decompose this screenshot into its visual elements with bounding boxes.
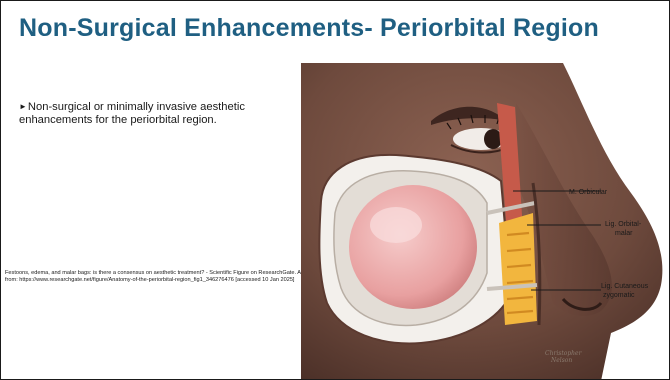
label-cutaneous-2: zygomatic xyxy=(603,292,635,299)
fat-pad-highlight xyxy=(370,207,422,243)
anatomy-illustration: M. Orbicular Lig. Orbital- malar Lig. Cu… xyxy=(301,63,670,380)
malar-fat-layer xyxy=(499,213,537,325)
orbital-fat-pad xyxy=(349,185,477,309)
figure-citation: Festoons, edema, and malar bags: is ther… xyxy=(5,270,325,285)
artist-signature-1: Christopher xyxy=(545,350,583,357)
label-orbital-malar-1: Lig. Orbital- xyxy=(605,221,642,228)
artist-signature-2: Nelson xyxy=(550,357,572,364)
bullet-point: ►Non-surgical or minimally invasive aest… xyxy=(19,100,289,127)
bullet-marker: ► xyxy=(19,102,27,111)
label-cutaneous-1: Lig. Cutaneous xyxy=(601,283,649,290)
bullet-text: Non-surgical or minimally invasive aesth… xyxy=(19,101,245,126)
slide-title: Non-Surgical Enhancements- Periorbital R… xyxy=(19,15,639,41)
label-orbicular: M. Orbicular xyxy=(569,189,608,196)
label-orbital-malar-2: malar xyxy=(615,230,633,237)
periorbital-anatomy-drawing: M. Orbicular Lig. Orbital- malar Lig. Cu… xyxy=(301,63,670,380)
